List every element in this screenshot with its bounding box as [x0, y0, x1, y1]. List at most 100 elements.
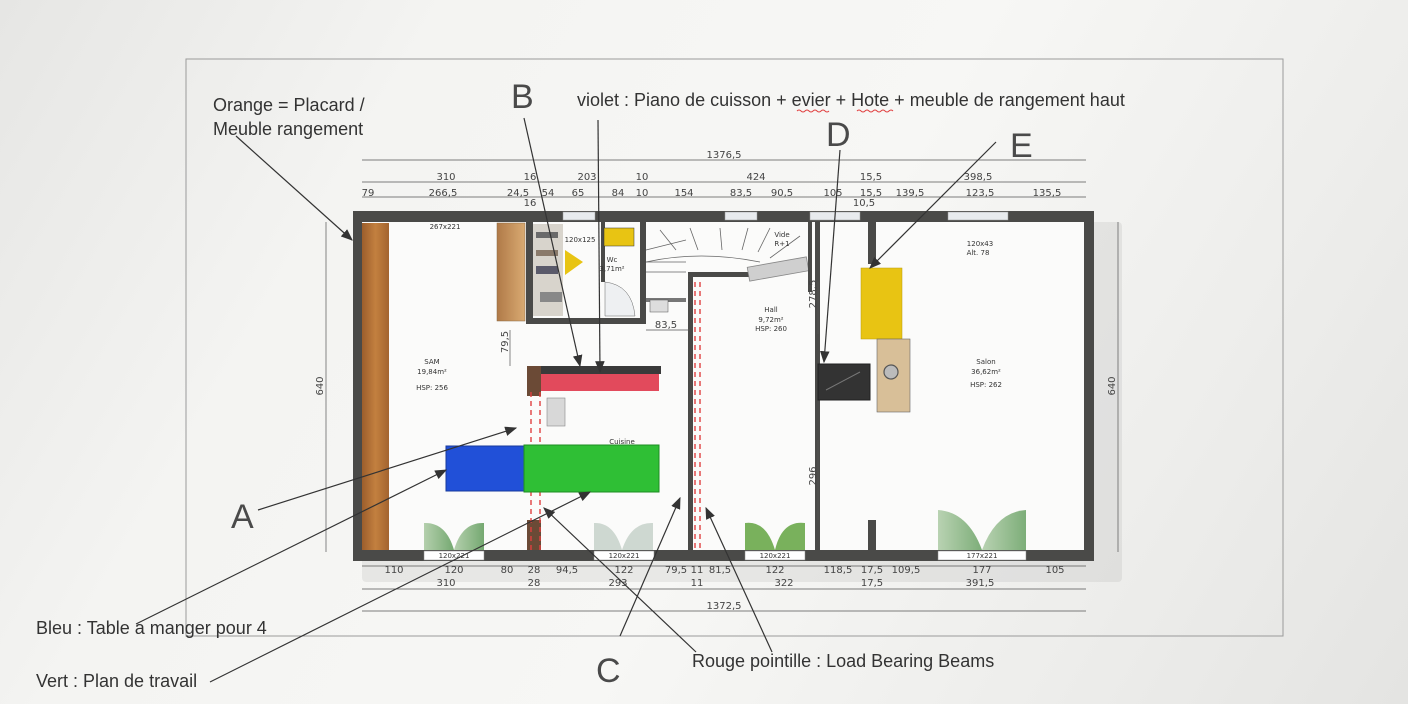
spellcheck-underline-hote	[856, 109, 894, 113]
marker-c: C	[596, 652, 621, 690]
room-sam-hsp: HSP: 256	[416, 384, 448, 392]
dim-top-row2-3: 54	[542, 188, 555, 199]
dim-top-row1-6: 398,5	[964, 172, 993, 183]
dim-bottom-row1-13: 177	[972, 565, 991, 576]
annotation-orange-line1: Orange = Placard /	[213, 95, 365, 115]
room-top-left-size: 267x221	[430, 223, 461, 231]
annotation-violet: violet : Piano de cuisson + evier + Hote…	[577, 90, 1125, 110]
dim-top-row1-0: 310	[436, 172, 455, 183]
dim-bottom-row1-10: 118,5	[824, 565, 853, 576]
marker-a: A	[231, 498, 254, 536]
dim-top-row2-1: 266,5	[429, 188, 458, 199]
dim-top-row1-2: 203	[577, 172, 596, 183]
salon-window-alt: Alt. 78	[967, 249, 990, 257]
annotation-bleu: Bleu : Table a manger pour 4	[36, 618, 267, 638]
dim-h-83-5: 83,5	[655, 320, 677, 331]
dim-bottom-row1-6: 79,5	[665, 565, 687, 576]
room-salon-area: 36,62m²	[971, 368, 1001, 376]
room-sam-name: SAM	[424, 358, 439, 366]
dim-bottom-row2-4: 322	[774, 578, 793, 589]
dim-bottom-row2-6: 391,5	[966, 578, 995, 589]
dim-top-row2-10: 105	[823, 188, 842, 199]
dim-left: 640	[315, 376, 326, 395]
dim-bottom-row2-2: 293	[608, 578, 627, 589]
dim-top-row2-2: 24,5	[507, 188, 529, 199]
marker-d: D	[826, 116, 851, 154]
floor	[355, 213, 1092, 560]
dim-bottom-row1-4: 94,5	[556, 565, 578, 576]
dim-top-row2-6: 10	[636, 188, 649, 199]
dim-bottom-row2-1: 28	[528, 578, 541, 589]
dim-bottom-row1-7: 11	[691, 565, 704, 576]
dim-top-row2-12: 139,5	[896, 188, 925, 199]
dim-top-row2-14: 135,5	[1033, 188, 1062, 199]
dim-bottom-row1-2: 80	[501, 565, 514, 576]
dim-top-row2-13: 123,5	[966, 188, 995, 199]
annotation-rouge: Rouge pointille : Load Bearing Beams	[692, 651, 994, 671]
dim-top-row1-1: 16	[524, 172, 537, 183]
dim-top-row2-8: 83,5	[730, 188, 752, 199]
dim-top-extra-16: 16	[524, 198, 537, 209]
dim-bottom-row2-3: 11	[691, 578, 704, 589]
dim-top-row2-0: 79	[362, 188, 375, 199]
dim-bottom-row1-11: 17,5	[861, 565, 883, 576]
door-label-4: 177x221	[967, 552, 998, 560]
orange-cabinet-left	[362, 223, 389, 550]
annotation-orange-line2: Meuble rangement	[213, 119, 363, 139]
dim-top-row2-4: 65	[572, 188, 585, 199]
bottom-doors	[424, 510, 1026, 550]
orange-cabinet-center	[496, 222, 526, 322]
leader-lines	[135, 117, 997, 683]
room-wc-area: 3,71m²	[599, 265, 624, 273]
door-label-1: 120x221	[439, 552, 470, 560]
dim-bottom-row1-14: 105	[1045, 565, 1064, 576]
door-label-3: 120x221	[760, 552, 791, 560]
dim-top-row2-5: 84	[612, 188, 625, 199]
outer-walls	[353, 211, 1094, 561]
cuisine-label: Cuisine	[609, 438, 635, 446]
dim-bottom-row1-3: 28	[528, 565, 541, 576]
spellcheck-underline-evier	[796, 109, 830, 113]
dimension-lines	[325, 159, 1119, 612]
dim-v-79-5: 79,5	[500, 331, 511, 353]
room-hall-hsp: HSP: 260	[755, 325, 787, 333]
dim-bottom-row1-12: 109,5	[892, 565, 921, 576]
violet-kitchen-counter	[527, 366, 661, 374]
dim-right: 640	[1107, 376, 1118, 395]
room-hall-name: Hall	[764, 306, 777, 314]
dim-v-278-5: 278,5	[808, 280, 819, 309]
room-wc-name: Wc	[607, 256, 618, 264]
stairs	[645, 227, 810, 282]
marker-e: E	[1010, 127, 1033, 165]
dim-top-extra-105: 10,5	[853, 198, 875, 209]
dim-bottom-row1-8: 81,5	[709, 565, 731, 576]
green-worktop	[523, 444, 660, 493]
dim-top-row1-5: 15,5	[860, 172, 882, 183]
marker-b: B	[511, 78, 534, 116]
dim-top-row2-9: 90,5	[771, 188, 793, 199]
room-wc-size: 120x125	[565, 236, 596, 244]
violet-kitchen-top	[541, 374, 659, 391]
yellow-cabinet	[860, 267, 903, 340]
dim-top-row1-4: 424	[746, 172, 765, 183]
dim-top-row1-3: 10	[636, 172, 649, 183]
blue-dining-table	[445, 445, 527, 492]
dim-v-296: 296	[808, 466, 819, 485]
sink	[546, 397, 566, 427]
dim-top-total: 1376,5	[707, 150, 742, 161]
dim-bottom-row1-0: 110	[384, 565, 403, 576]
room-salon-hsp: HSP: 262	[970, 381, 1002, 389]
annotation-vert: Vert : Plan de travail	[36, 671, 197, 691]
dim-top-row2-11: 15,5	[860, 188, 882, 199]
room-sam-area: 19,84m²	[417, 368, 447, 376]
dim-bottom-row1-9: 122	[765, 565, 784, 576]
dim-bottom-total: 1372,5	[707, 601, 742, 612]
room-salon-name: Salon	[976, 358, 995, 366]
door-label-2: 120x221	[609, 552, 640, 560]
dim-bottom-row2-5: 17,5	[861, 578, 883, 589]
dim-bottom-row1-5: 122	[614, 565, 633, 576]
drawing-frame	[185, 58, 1284, 637]
dim-bottom-row1-1: 120	[444, 565, 463, 576]
